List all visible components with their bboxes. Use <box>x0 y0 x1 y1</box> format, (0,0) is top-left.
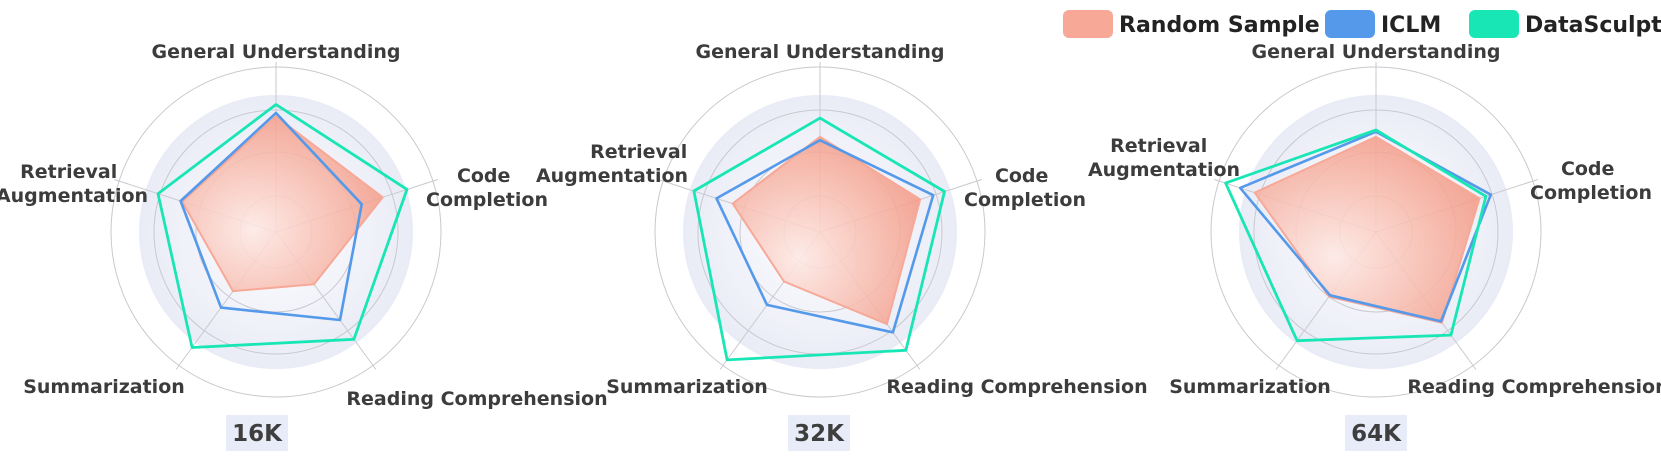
axis-label-augmentation: Augmentation <box>1088 159 1240 181</box>
axis-label-augmentation: Augmentation <box>0 185 148 207</box>
radar-panel-64k: General Understanding Code Completion Re… <box>1088 41 1661 451</box>
axis-label-retrieval: Retrieval <box>590 141 687 163</box>
panel-label-box <box>1345 415 1407 451</box>
axis-label-summarization: Summarization <box>1169 376 1331 398</box>
axis-label-code-completion: Code Completion <box>964 165 1086 211</box>
series-datasculpt-polygon <box>1224 128 1488 343</box>
panel-label-box <box>226 415 288 451</box>
legend: Random Sample ICLM DataSculpt <box>1063 10 1661 38</box>
axis-label-completion: Completion <box>1530 182 1652 204</box>
axis-label-general-understanding: General Understanding <box>151 41 400 63</box>
series-datasculpt-polygon <box>692 116 946 362</box>
axis-label-code-completion: Code Completion <box>1530 158 1652 204</box>
radar-panel-32k: General Understanding Code Completion Re… <box>536 41 1148 451</box>
axis-label-reading-comprehension: Reading Comprehension <box>346 388 607 410</box>
panel-label-box <box>788 415 850 451</box>
panel-label: 32K <box>794 421 845 447</box>
series-random-sample-polygon <box>1253 135 1481 324</box>
series-random-sample-polygon <box>181 115 384 293</box>
axis-label-code: Code <box>1561 158 1614 180</box>
series-iclm-polygon <box>715 138 935 334</box>
axis-label-retrieval-augmentation: Retrieval Augmentation <box>1088 135 1240 181</box>
axis-label-general-understanding: General Understanding <box>695 41 944 63</box>
axis-label-reading-comprehension: Reading Comprehension <box>1407 376 1661 398</box>
axis-label-completion: Completion <box>426 189 548 211</box>
axis-label-reading-comprehension: Reading Comprehension <box>886 376 1147 398</box>
axis-label-augmentation: Augmentation <box>536 165 688 187</box>
axis-label-summarization: Summarization <box>23 376 185 398</box>
legend-swatch-datasculpt <box>1469 10 1519 38</box>
series-iclm-polygon <box>1238 130 1493 323</box>
legend-label-random-sample: Random Sample <box>1119 13 1320 38</box>
axis-label-code-completion: Code Completion <box>426 165 548 211</box>
legend-label-datasculpt: DataSculpt <box>1525 13 1661 38</box>
radar-panel-16k: General Understanding Code Completion Re… <box>0 41 608 451</box>
axis-label-code: Code <box>457 165 510 187</box>
axis-label-retrieval-augmentation: Retrieval Augmentation <box>0 161 148 207</box>
legend-label-iclm: ICLM <box>1381 13 1441 38</box>
series-random-sample-polygon <box>731 135 922 326</box>
legend-swatch-random-sample <box>1063 10 1113 38</box>
legend-swatch-iclm <box>1325 10 1375 38</box>
panel-label: 64K <box>1351 421 1402 447</box>
axis-label-summarization: Summarization <box>606 376 768 398</box>
series-iclm-polygon <box>179 111 364 322</box>
panel-label: 16K <box>232 421 283 447</box>
axis-label-general-understanding: General Understanding <box>1251 41 1500 63</box>
series-datasculpt-polygon <box>156 103 409 349</box>
axis-label-retrieval: Retrieval <box>1110 135 1207 157</box>
axis-label-code: Code <box>995 165 1048 187</box>
axis-label-completion: Completion <box>964 189 1086 211</box>
axis-label-retrieval-augmentation: Retrieval Augmentation <box>536 141 694 187</box>
axis-label-retrieval: Retrieval <box>20 161 117 183</box>
